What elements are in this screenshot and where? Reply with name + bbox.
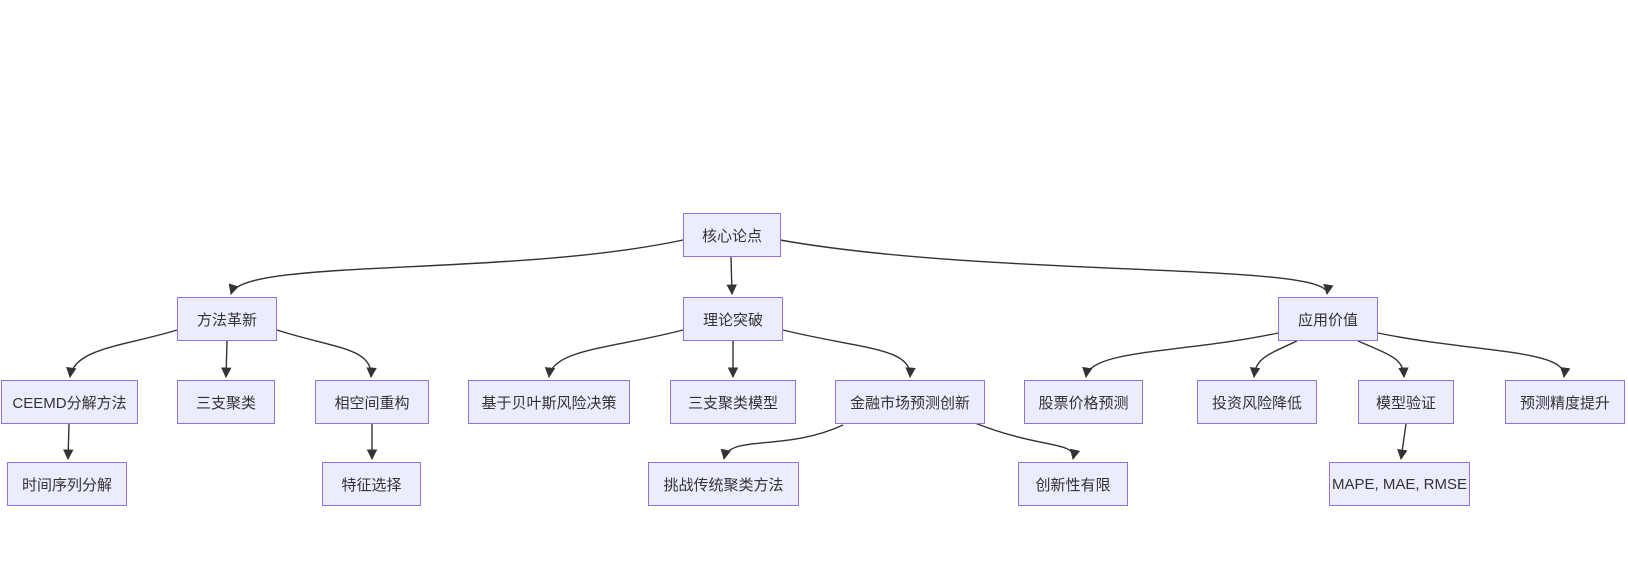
edge-theory-to-finance (782, 329, 916, 379)
node-stock-price-prediction: 股票价格预测 (1024, 380, 1143, 424)
node-limited-innovation: 创新性有限 (1018, 462, 1128, 506)
node-phase-space-reconstruction: 相空间重构 (315, 380, 429, 424)
edge-application-to-accuracy (1377, 332, 1571, 379)
node-prediction-accuracy: 预测精度提升 (1505, 380, 1625, 424)
node-model-validation: 模型验证 (1358, 380, 1454, 424)
node-feature-selection: 特征选择 (322, 462, 421, 506)
edge-core-to-application (779, 239, 1334, 296)
edge-application-to-validation (1357, 340, 1409, 379)
node-financial-market-innovation: 金融市场预测创新 (835, 380, 985, 424)
edge-finance-to-challenge (720, 424, 844, 461)
node-core-thesis: 核心论点 (683, 213, 781, 257)
node-challenge-traditional-clustering: 挑战传统聚类方法 (648, 462, 799, 506)
node-investment-risk-reduction: 投资风险降低 (1197, 380, 1317, 424)
edge-theory-to-bayes (544, 329, 684, 379)
edge-application-to-risk (1249, 340, 1298, 379)
edge-ceemd-to-timeseries (63, 423, 74, 461)
node-evaluation-metrics: MAPE, MAE, RMSE (1329, 462, 1470, 506)
node-method-innovation: 方法革新 (177, 297, 277, 341)
edge-finance-to-limited (974, 422, 1081, 461)
edge-application-to-stock (1082, 332, 1279, 379)
node-bayesian-risk-decision: 基于贝叶斯风险决策 (468, 380, 630, 424)
edge-core-to-method (228, 239, 684, 296)
edge-method-to-threeway (221, 340, 232, 379)
edge-method-to-ceemd (66, 329, 178, 379)
node-three-way-clustering: 三支聚类 (177, 380, 275, 424)
edge-method-to-phasespace (276, 329, 377, 379)
node-ceemd-method: CEEMD分解方法 (1, 380, 138, 424)
node-application-value: 应用价值 (1278, 297, 1378, 341)
node-theory-breakthrough: 理论突破 (683, 297, 783, 341)
node-time-series-decomposition: 时间序列分解 (7, 462, 127, 506)
edge-validation-to-metrics (1397, 423, 1408, 461)
edge-core-to-theory (726, 256, 737, 296)
node-three-way-clustering-model: 三支聚类模型 (670, 380, 796, 424)
